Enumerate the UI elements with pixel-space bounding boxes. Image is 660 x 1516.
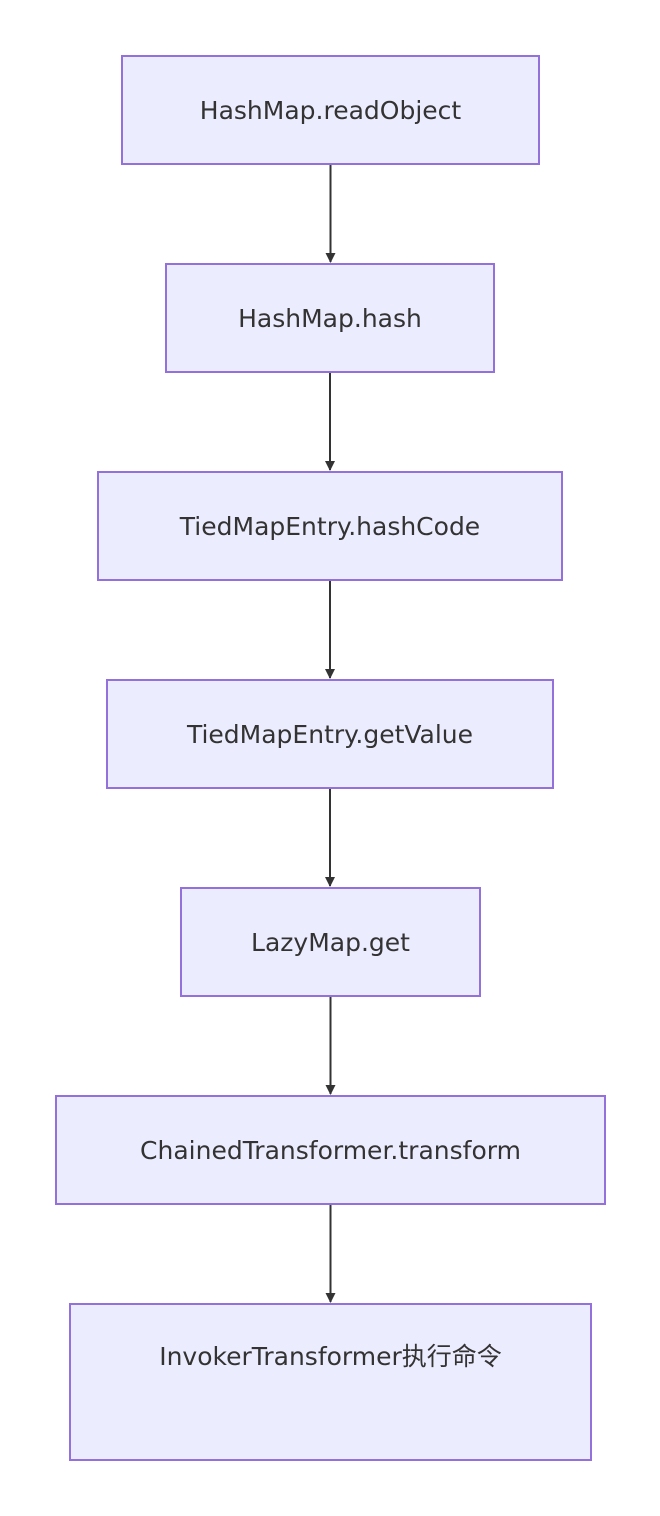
node-lazymap-get: LazyMap.get <box>180 887 481 997</box>
node-label: HashMap.readObject <box>199 95 462 125</box>
node-label: ChainedTransformer.transform <box>140 1135 521 1165</box>
node-chainedtransformer-transform: ChainedTransformer.transform <box>55 1095 606 1205</box>
node-label: InvokerTransformer执行命令 <box>159 1342 502 1371</box>
node-label: TiedMapEntry.getValue <box>186 719 474 749</box>
node-label: HashMap.hash <box>238 303 422 333</box>
node-hashmap-hash: HashMap.hash <box>165 263 495 373</box>
node-tiedmapentry-getvalue: TiedMapEntry.getValue <box>106 679 554 789</box>
node-label: LazyMap.get <box>251 927 410 957</box>
node-label: TiedMapEntry.hashCode <box>179 511 481 541</box>
node-tiedmapentry-hashcode: TiedMapEntry.hashCode <box>97 471 563 581</box>
node-invokertransformer-exec: InvokerTransformer执行命令 <box>69 1303 592 1461</box>
node-hashmap-readobject: HashMap.readObject <box>121 55 540 165</box>
